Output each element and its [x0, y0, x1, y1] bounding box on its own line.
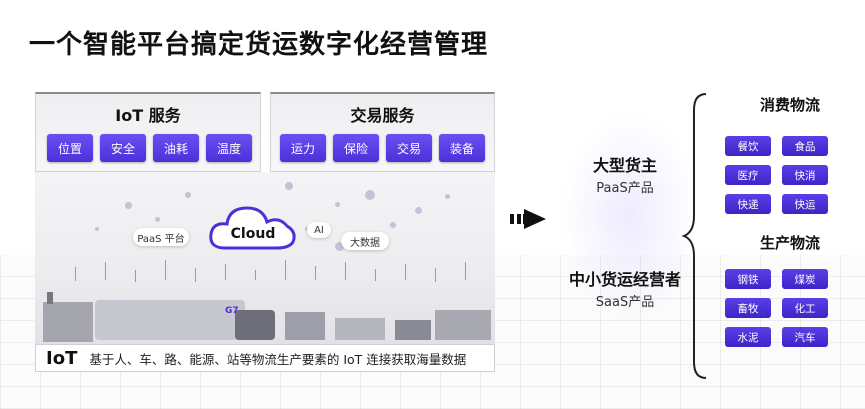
chip-fmcg[interactable]: 快消 [782, 165, 828, 185]
trade-panel-title: 交易服务 [350, 106, 415, 125]
center-glow [560, 110, 700, 320]
large-shipper-title: 大型货主 [592, 156, 657, 175]
iot-connection-bar: IoT 基于人、车、路、能源、站等物流生产要素的 IoT 连接获取海量数据 [35, 344, 495, 372]
trade-btn-trade[interactable]: 交易 [386, 134, 432, 162]
page-title: 一个智能平台搞定货运数字化经营管理 [29, 30, 489, 60]
big-data-pill: 大数据 [341, 232, 389, 250]
iot-btn-safety[interactable]: 安全 [100, 134, 146, 162]
iot-btn-location[interactable]: 位置 [47, 134, 93, 162]
iot-service-panel: IoT 服务 位置 安全 油耗 温度 [35, 92, 261, 172]
chip-coal[interactable]: 煤炭 [782, 269, 828, 289]
cloud-icon [209, 206, 296, 250]
small-carrier-product: SaaS产品 [595, 295, 655, 310]
iot-description: 基于人、车、路、能源、站等物流生产要素的 IoT 连接获取海量数据 [89, 351, 467, 367]
cloud-label: Cloud [230, 226, 276, 242]
chip-livestock[interactable]: 畜牧 [725, 298, 771, 318]
chip-chemical[interactable]: 化工 [782, 298, 828, 318]
chip-medical[interactable]: 医疗 [725, 165, 771, 185]
chip-catering[interactable]: 餐饮 [725, 136, 771, 156]
iot-label: IoT [46, 347, 78, 369]
iot-btn-fuel[interactable]: 油耗 [153, 134, 199, 162]
chip-cement[interactable]: 水泥 [725, 327, 771, 347]
chip-steel[interactable]: 钢铁 [725, 269, 771, 289]
chip-food[interactable]: 食品 [782, 136, 828, 156]
chip-automobile[interactable]: 汽车 [782, 327, 828, 347]
consumer-logistics-title: 消费物流 [759, 96, 820, 114]
paas-platform-pill: PaaS 平台 [133, 228, 189, 246]
curly-brace-icon [681, 93, 707, 379]
chip-freight[interactable]: 快运 [782, 194, 828, 214]
trade-btn-insurance[interactable]: 保险 [333, 134, 379, 162]
trade-service-panel: 交易服务 运力 保险 交易 装备 [270, 92, 495, 172]
large-shipper-product: PaaS产品 [596, 181, 654, 196]
iot-panel-title: IoT 服务 [115, 106, 181, 125]
truck-logo: G7 [225, 306, 239, 316]
trade-btn-capacity[interactable]: 运力 [280, 134, 326, 162]
iot-btn-temperature[interactable]: 温度 [206, 134, 252, 162]
iot-scene-illustration: Cloud PaaS 平台 AI 大数据 G7 [35, 172, 495, 344]
production-logistics-title: 生产物流 [759, 234, 820, 252]
trade-btn-equipment[interactable]: 装备 [439, 134, 485, 162]
ai-pill: AI [307, 222, 331, 238]
chip-express[interactable]: 快递 [725, 194, 771, 214]
small-carrier-title: 中小货运经营者 [568, 270, 681, 289]
arrow-right-icon [510, 209, 546, 229]
